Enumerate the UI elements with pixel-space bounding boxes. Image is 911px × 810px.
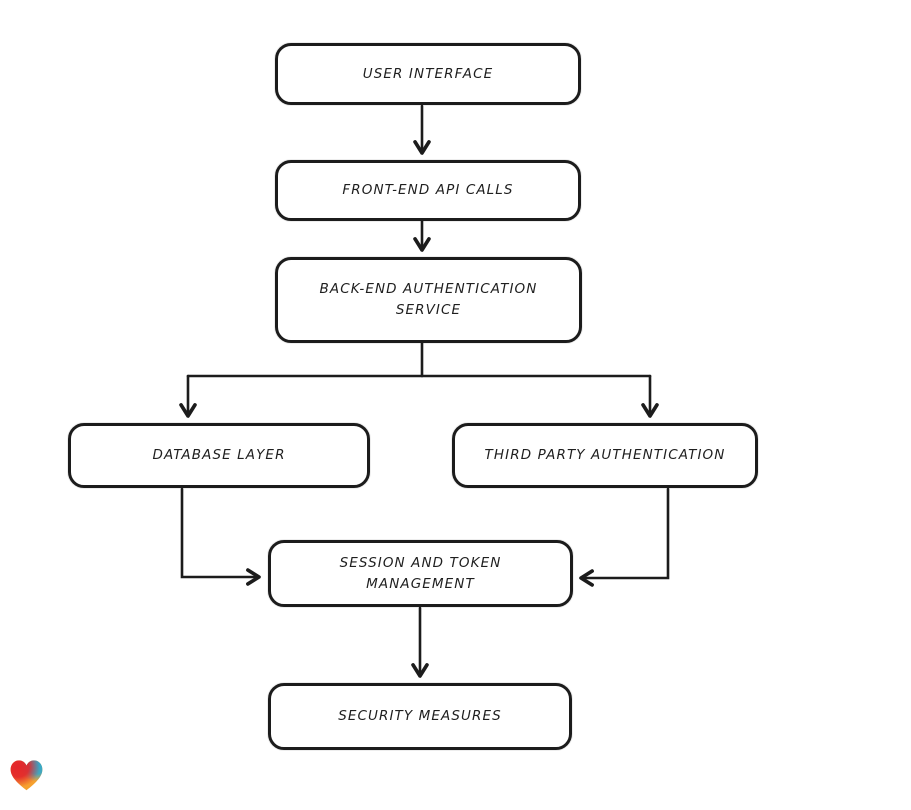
node-third-party-authentication: THIRD PARTY AUTHENTICATION — [452, 423, 758, 488]
edge-thirdparty-to-session — [579, 487, 670, 587]
node-label: DATABASE LAYER — [152, 447, 286, 464]
node-label: SECURITY MEASURES — [338, 708, 502, 725]
node-front-end-api-calls: FRONT-END API CALLS — [275, 160, 581, 221]
node-label: BACK-END AUTHENTICATION SERVICE — [319, 281, 538, 318]
node-database-layer: DATABASE LAYER — [68, 423, 370, 488]
node-security-measures: SECURITY MEASURES — [268, 683, 572, 750]
node-session-and-token-management: SESSION AND TOKEN MANAGEMENT — [268, 540, 573, 607]
node-label: FRONT-END API CALLS — [342, 182, 514, 199]
node-back-end-authentication-service: BACK-END AUTHENTICATION SERVICE — [275, 257, 582, 343]
heart-logo-icon — [10, 760, 43, 791]
node-label: SESSION AND TOKEN MANAGEMENT — [339, 554, 502, 592]
edge-database-to-session — [180, 487, 261, 586]
node-label: THIRD PARTY AUTHENTICATION — [484, 447, 726, 464]
node-label: USER INTERFACE — [362, 65, 494, 82]
node-user-interface: USER INTERFACE — [275, 43, 581, 105]
